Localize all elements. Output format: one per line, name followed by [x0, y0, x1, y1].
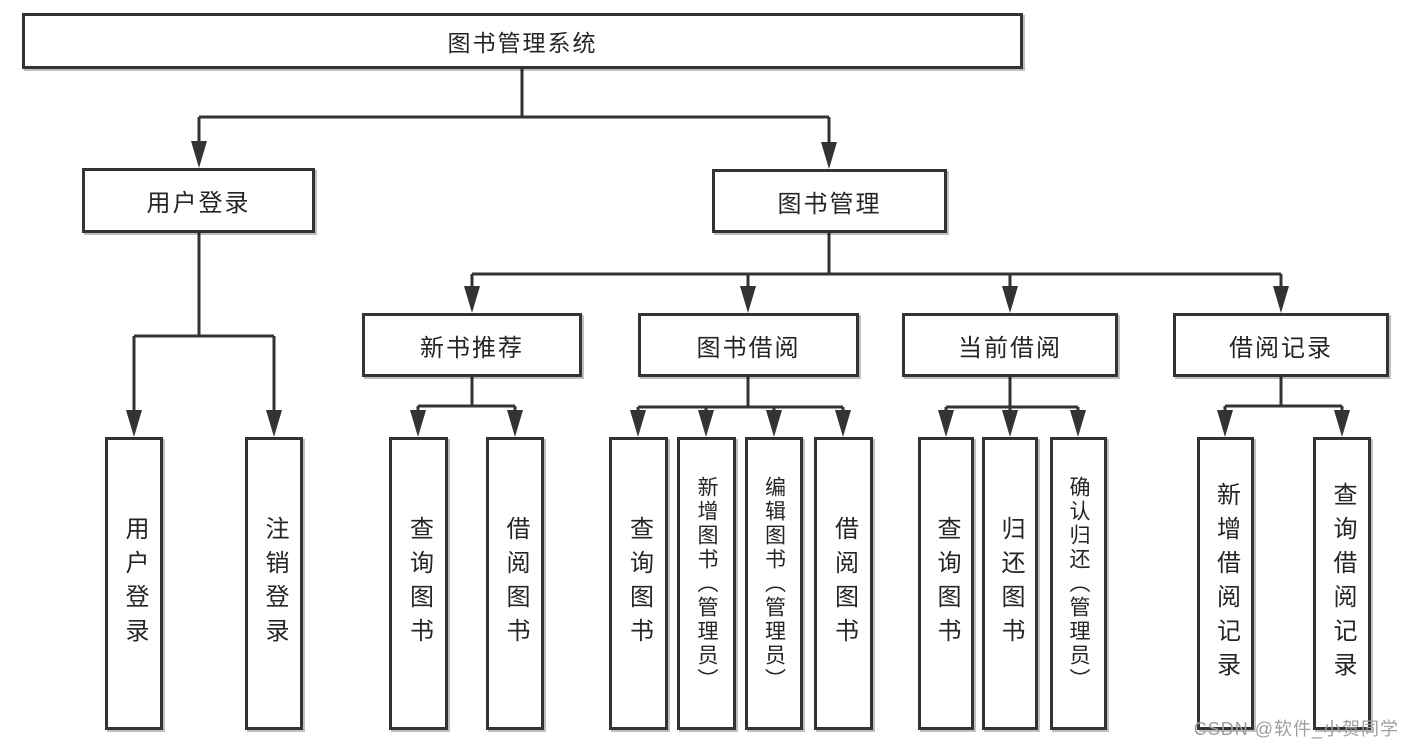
arrow-down-icon: [938, 410, 954, 437]
node-label: 用户登录: [146, 190, 251, 217]
node-label: 注销登录: [261, 515, 288, 652]
node-label: 当前借阅: [958, 334, 1062, 362]
node-label: 图书借阅: [696, 334, 801, 362]
node-leaf-bb-query-books: 查询图书: [609, 437, 668, 730]
node-new-book-recommend: 新书推荐: [362, 313, 582, 377]
node-book-borrowing: 图书借阅: [638, 313, 859, 377]
node-label: 借阅记录: [1229, 334, 1333, 362]
arrow-down-icon: [630, 410, 646, 437]
arrow-down-icon: [126, 410, 142, 437]
arrow-down-icon: [835, 410, 851, 437]
node-label: 新增借阅记录: [1212, 481, 1240, 686]
node-leaf-bb-borrow-books: 借阅图书: [814, 437, 873, 730]
arrow-down-icon: [1002, 410, 1018, 437]
arrow-down-icon: [191, 141, 207, 168]
node-label: 新书推荐: [420, 334, 524, 362]
node-leaf-br-query-record: 查询借阅记录: [1313, 437, 1371, 730]
node-leaf-rec-borrow-books: 借阅图书: [486, 437, 544, 730]
node-borrowing-records: 借阅记录: [1173, 313, 1389, 377]
arrowheads-group: [126, 141, 1350, 437]
node-label: 图书管理系统: [447, 30, 598, 56]
arrow-down-icon: [698, 410, 714, 437]
node-label: 确认归还（管理员）: [1067, 475, 1090, 692]
arrow-down-icon: [740, 286, 756, 313]
arrow-down-icon: [464, 286, 480, 313]
arrow-down-icon: [821, 142, 837, 169]
node-leaf-logout: 注销登录: [245, 437, 303, 730]
node-label: 查询借阅记录: [1329, 481, 1356, 686]
node-leaf-rec-query-books: 查询图书: [389, 437, 448, 730]
arrow-down-icon: [266, 410, 282, 437]
node-label: 图书管理: [777, 190, 882, 218]
node-leaf-cb-confirm-return: 确认归还（管理员）: [1050, 437, 1107, 730]
node-leaf-cb-query-books: 查询图书: [918, 437, 974, 730]
node-label: 用户登录: [121, 515, 148, 652]
arrow-down-icon: [410, 410, 426, 437]
node-label: 借阅图书: [502, 515, 529, 652]
arrow-down-icon: [507, 410, 523, 437]
node-library-system: 图书管理系统: [22, 13, 1023, 69]
node-label: 查询图书: [405, 515, 433, 652]
node-label: 编辑图书（管理员）: [762, 475, 786, 692]
arrow-down-icon: [766, 410, 782, 437]
node-book-management: 图书管理: [712, 169, 947, 233]
node-label: 借阅图书: [830, 515, 858, 652]
node-label: 查询图书: [625, 515, 653, 652]
node-label: 归还图书: [997, 515, 1024, 652]
arrow-down-icon: [1273, 286, 1289, 313]
node-leaf-cb-return-books: 归还图书: [982, 437, 1038, 730]
node-leaf-bb-edit-books: 编辑图书（管理员）: [745, 437, 803, 730]
node-leaf-br-add-record: 新增借阅记录: [1197, 437, 1254, 730]
watermark: CSDN @软件_小贺同学: [1193, 719, 1399, 739]
node-current-borrowing: 当前借阅: [902, 313, 1118, 377]
node-leaf-user-login: 用户登录: [105, 437, 163, 730]
node-leaf-bb-add-books: 新增图书（管理员）: [677, 437, 736, 730]
node-user-login: 用户登录: [82, 168, 315, 233]
arrow-down-icon: [1217, 410, 1233, 437]
arrow-down-icon: [1334, 410, 1350, 437]
arrow-down-icon: [1002, 286, 1018, 313]
node-label: 新增图书（管理员）: [695, 475, 718, 692]
arrow-down-icon: [1070, 410, 1086, 437]
node-label: 查询图书: [933, 515, 960, 652]
